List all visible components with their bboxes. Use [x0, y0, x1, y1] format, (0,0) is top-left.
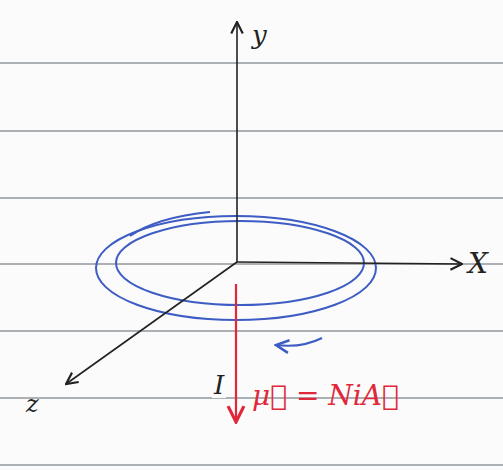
- axis-label: y: [252, 22, 267, 48]
- moment-arrow: [235, 284, 237, 422]
- axis-label: X: [468, 250, 488, 278]
- axes: [66, 22, 462, 384]
- axis-label: z: [26, 392, 39, 416]
- ruled-lines: [0, 63, 503, 465]
- moment-formula: μ⃗ = NiA⃗: [252, 382, 399, 410]
- current-label: I: [212, 372, 226, 398]
